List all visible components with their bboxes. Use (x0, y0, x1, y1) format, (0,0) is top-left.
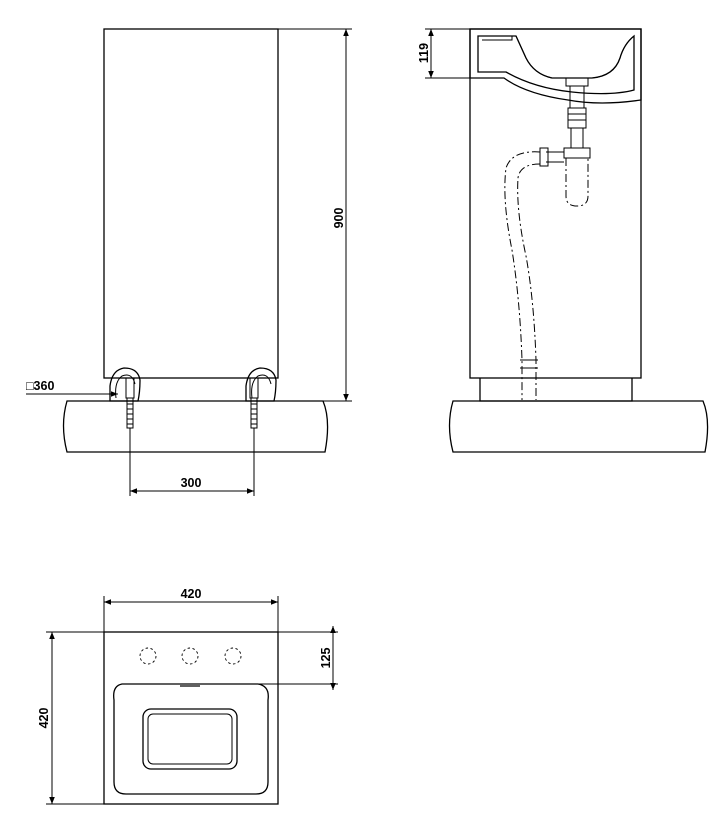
top-outline (103, 631, 279, 805)
drain-siphon (539, 77, 591, 207)
waste-pipe-hidden (504, 151, 541, 400)
dim-height-900: 900 (278, 28, 352, 402)
dim-125-label: 125 (319, 648, 333, 669)
basin-outer-rim (113, 683, 269, 795)
tap-hole-left (139, 647, 157, 665)
dim-width-420-label: 420 (181, 587, 202, 601)
left-mounting-bracket (109, 367, 141, 429)
dim-900-label: 900 (332, 208, 346, 229)
side-section-view: 119 (417, 28, 709, 453)
dim-basin-depth-119: 119 (417, 28, 504, 79)
dim-300-label: 300 (181, 476, 202, 490)
front-view: 900 □360 300 (26, 28, 352, 496)
dim-top-depth-420: 420 (37, 631, 104, 805)
tap-hole-center (181, 647, 199, 665)
side-pedestal-body (469, 28, 642, 379)
dim-depth-420-label: 420 (37, 708, 51, 729)
side-floor-slab (448, 400, 709, 453)
front-floor-slab (62, 400, 329, 453)
tap-hole-right (224, 647, 242, 665)
side-plinth (479, 378, 633, 402)
dim-tap-offset-125: 125 (258, 626, 338, 690)
top-view: 420 420 125 (37, 587, 338, 805)
dim-360-label: □360 (26, 379, 54, 393)
dim-floor-square-360: □360 (26, 379, 118, 397)
basin-inner-well (142, 708, 238, 770)
front-pedestal-body (103, 28, 279, 379)
dim-bolt-spacing-300: 300 (129, 428, 255, 496)
dim-119-label: 119 (417, 43, 431, 63)
basin-inner-outline (515, 35, 635, 79)
right-mounting-bracket (245, 367, 277, 429)
dim-top-width-420: 420 (103, 587, 279, 632)
